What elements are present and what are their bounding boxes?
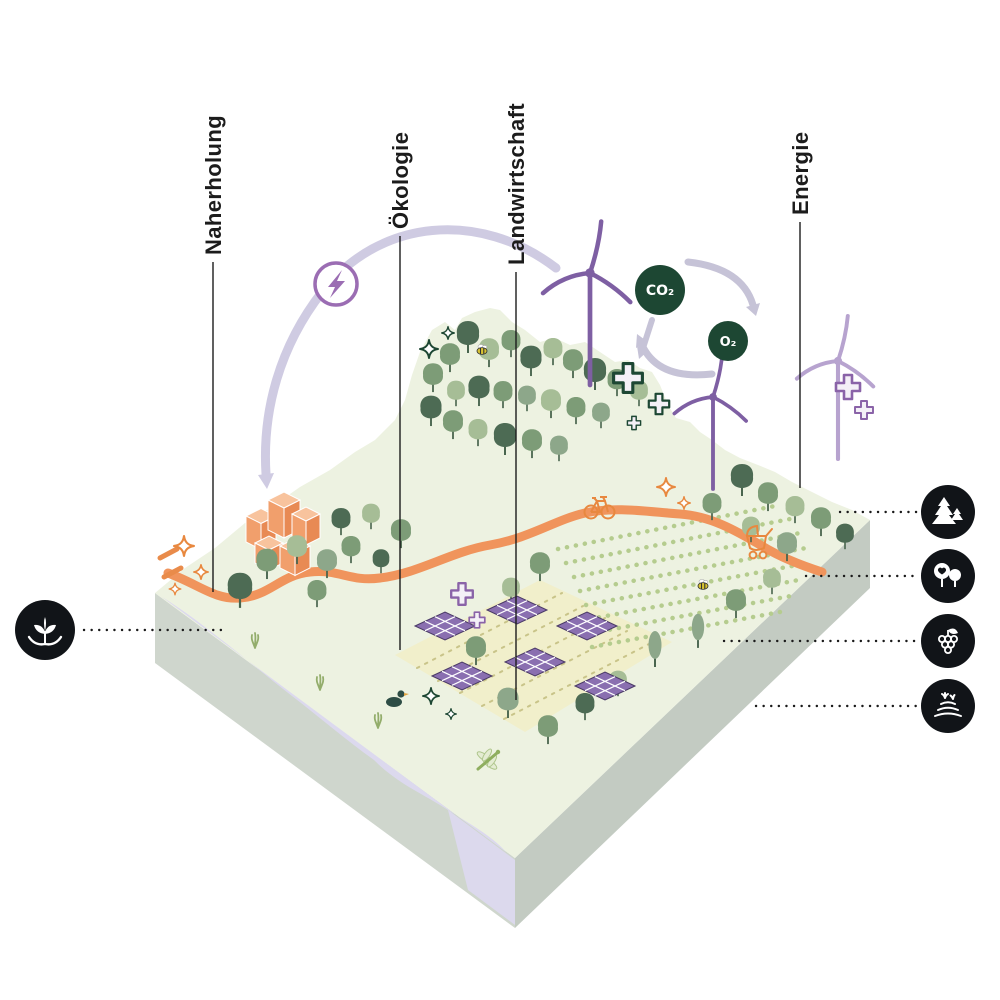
grapes-icon: [921, 614, 975, 668]
farm-field-icon: [921, 679, 975, 733]
axis-label-energie: Energie: [788, 132, 813, 216]
grass-tufts: [250, 632, 383, 729]
o2-label: O₂: [720, 335, 737, 350]
axis-label-naherholung: Naherholung: [201, 115, 226, 255]
bee: [697, 579, 709, 590]
co2-label: CO₂: [646, 283, 674, 299]
terrain-side-left: [155, 593, 515, 928]
legend-right: [722, 485, 975, 733]
axis-label-oekologie: Ökologie: [388, 132, 413, 229]
axis-oekologie: Ökologie: [388, 132, 413, 650]
axis-naherholung: Naherholung: [201, 115, 226, 592]
axis-energie: Energie: [788, 132, 813, 488]
hands-plant-icon: [15, 600, 75, 660]
energy-flow-arc: [258, 225, 561, 489]
legend-left: [15, 600, 228, 660]
co2-badge: [635, 265, 685, 315]
duck: [386, 690, 409, 707]
terrain-side-right: [515, 520, 870, 928]
bee: [476, 344, 488, 355]
recreation-trees-icon: [921, 549, 975, 603]
bicycle: [583, 496, 616, 520]
dragonfly: [476, 748, 501, 771]
lightning-icon: [313, 261, 359, 307]
walking-path: [163, 505, 827, 603]
axis-landwirtschaft: Landwirtschaft: [504, 103, 529, 700]
path-gate: [157, 546, 184, 580]
pine-forest-icon: [921, 485, 975, 539]
gas-cycle: CO₂ O₂: [635, 258, 760, 379]
river: [162, 597, 506, 852]
axis-label-landwirtschaft: Landwirtschaft: [504, 103, 529, 265]
waterfall: [448, 810, 515, 925]
stroller: [745, 524, 773, 560]
o2-badge: [708, 321, 748, 361]
